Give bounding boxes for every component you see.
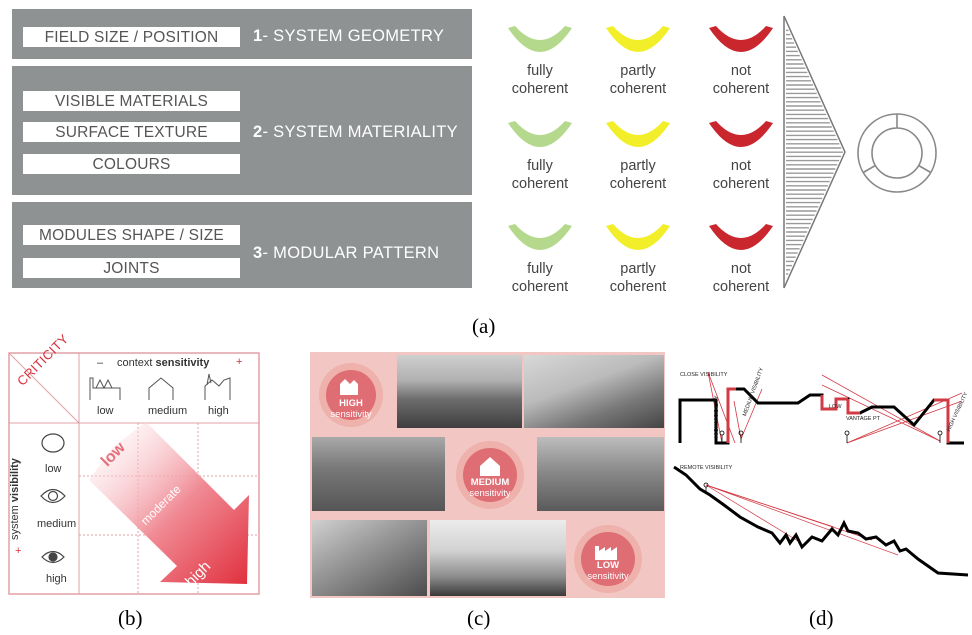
- low-sensitivity-badge: [574, 525, 642, 593]
- panel-a-caption: (a): [472, 314, 496, 338]
- visibility-level-medium: medium: [37, 518, 77, 530]
- medium-sensitivity-badge: [456, 441, 524, 509]
- context-sensitivity-minus: –: [97, 357, 104, 369]
- system-visibility-minus: –: [15, 456, 22, 468]
- context-sensitivity-label: context sensitivity: [117, 357, 210, 369]
- photo-industrial-building: [430, 520, 566, 596]
- photo-railway-yard: [312, 520, 427, 596]
- low-label: LOW: [829, 404, 842, 410]
- photo-lakeside-view: [524, 355, 664, 428]
- remote-visibility-label: REMOTE VISIBILITY: [680, 465, 733, 471]
- partly-coherent-arc-icon: [606, 121, 670, 147]
- modular-pattern-title: 3- MODULAR PATTERN: [253, 244, 440, 262]
- context-level-medium: medium: [148, 405, 188, 417]
- aggregation-triangle: [783, 15, 846, 289]
- system-materiality-title: 2- SYSTEM MATERIALITY: [253, 123, 458, 141]
- photo-residential-aerial: [312, 437, 445, 511]
- criticity-matrix: [8, 352, 260, 595]
- fully-coherent-arc-icon: [508, 121, 572, 147]
- partly-coherent-arc-icon: [606, 224, 670, 250]
- panel-b-caption: (b): [118, 606, 143, 630]
- fully-coherent-arc-icon: [508, 26, 572, 52]
- context-level-high: high: [208, 405, 229, 417]
- visibility-level-high: high: [46, 573, 67, 585]
- context-sensitivity-plus: +: [236, 356, 243, 368]
- system-geometry-title: 1- SYSTEM GEOMETRY: [253, 27, 445, 45]
- criterion-colours: COLOURS: [23, 154, 240, 174]
- panel-c-caption: (c): [467, 606, 491, 630]
- visibility-level-low: low: [45, 463, 62, 475]
- photo-historic-town: [397, 355, 522, 428]
- system-visibility-label: system visibility: [9, 458, 21, 540]
- system-visibility-plus: +: [15, 545, 22, 557]
- criterion-joints: JOINTS: [23, 258, 240, 278]
- panel-d-caption: (d): [809, 606, 834, 630]
- criterion-surface-texture: SURFACE TEXTURE: [23, 122, 240, 142]
- partly-coherent-arc-icon: [606, 26, 670, 52]
- not-coherent-arc-icon: [709, 121, 773, 147]
- high-visibility-label-1: HIGH VISIBILITY: [714, 395, 720, 438]
- high-sensitivity-badge: [319, 363, 383, 427]
- criterion-modules-shape-size: MODULES SHAPE / SIZE: [23, 225, 240, 245]
- photo-suburban-aerial: [537, 437, 664, 511]
- criterion-visible-materials: VISIBLE MATERIALS: [23, 91, 240, 111]
- close-visibility-label: CLOSE VISIBILITY: [680, 372, 728, 378]
- not-coherent-arc-icon: [709, 26, 773, 52]
- criterion-field-size-position: FIELD SIZE / POSITION: [23, 27, 240, 47]
- context-level-low: low: [97, 405, 114, 417]
- vantage-point-label: VANTAGE PT: [846, 416, 881, 422]
- coherence-result-ring-icon: [857, 113, 937, 193]
- fully-coherent-arc-icon: [508, 224, 572, 250]
- visibility-section-diagram: [673, 371, 969, 577]
- not-coherent-arc-icon: [709, 224, 773, 250]
